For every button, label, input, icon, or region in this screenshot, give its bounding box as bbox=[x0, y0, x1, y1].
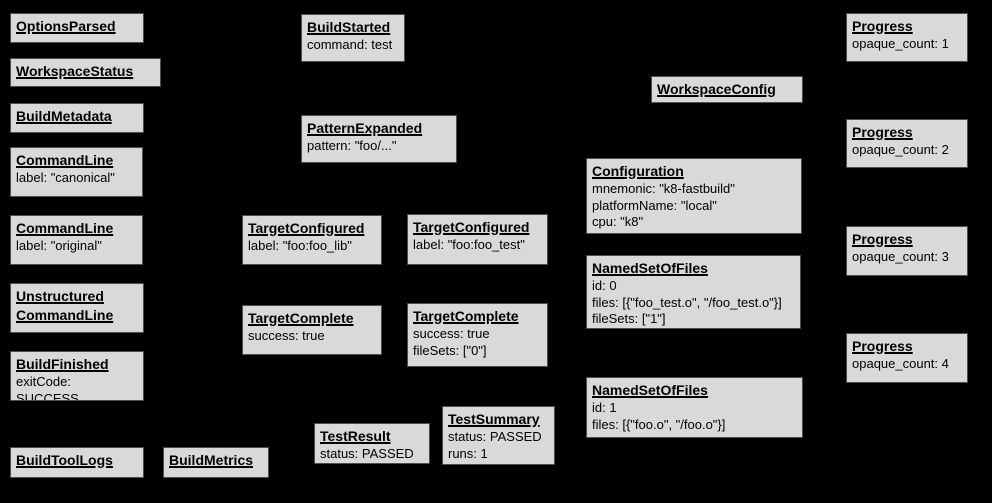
event-box-build-metadata: BuildMetadata bbox=[10, 103, 144, 133]
box-title: WorkspaceConfig bbox=[657, 81, 776, 97]
box-title: Progress bbox=[852, 231, 913, 247]
box-body: status: PASSED bbox=[320, 446, 414, 461]
box-body: label: "foo:foo_lib" bbox=[248, 238, 352, 253]
box-title: TargetComplete bbox=[413, 308, 519, 324]
box-title: OptionsParsed bbox=[16, 18, 116, 34]
box-body: opaque_count: 2 bbox=[852, 142, 949, 157]
box-title: PatternExpanded bbox=[307, 120, 423, 136]
event-box-build-finished: BuildFinished exitCode: SUCCESS bbox=[10, 351, 144, 401]
box-body: id: 0 files: [{"foo_test.o", "/foo_test.… bbox=[592, 278, 782, 326]
event-box-commandline-canonical: CommandLine label: "canonical" bbox=[10, 147, 143, 197]
box-body: label: "original" bbox=[16, 238, 102, 253]
box-body: label: "canonical" bbox=[16, 170, 115, 185]
box-title: Configuration bbox=[592, 163, 684, 179]
box-title: WorkspaceStatus bbox=[16, 63, 134, 79]
box-body: success: true bbox=[248, 328, 325, 343]
event-box-named-set-of-files-0: NamedSetOfFiles id: 0 files: [{"foo_test… bbox=[586, 255, 801, 329]
event-box-progress-1: Progress opaque_count: 1 bbox=[846, 13, 968, 62]
box-title: BuildFinished bbox=[16, 356, 109, 372]
event-box-named-set-of-files-1: NamedSetOfFiles id: 1 files: [{"foo.o", … bbox=[586, 377, 803, 438]
event-box-target-configured-foo-lib: TargetConfigured label: "foo:foo_lib" bbox=[242, 215, 382, 265]
box-title: Progress bbox=[852, 18, 913, 34]
box-body: label: "foo:foo_test" bbox=[413, 237, 525, 252]
box-body: opaque_count: 1 bbox=[852, 36, 949, 51]
event-box-options-parsed: OptionsParsed bbox=[10, 13, 144, 43]
box-title: Unstructured CommandLine bbox=[16, 288, 114, 323]
event-box-configuration: Configuration mnemonic: "k8-fastbuild" p… bbox=[586, 158, 802, 234]
box-title: BuildToolLogs bbox=[16, 452, 113, 468]
box-title: Progress bbox=[852, 338, 913, 354]
box-title: TestSummary bbox=[448, 411, 540, 427]
box-body: mnemonic: "k8-fastbuild" platformName: "… bbox=[592, 181, 735, 229]
box-body: status: PASSED runs: 1 bbox=[448, 429, 542, 461]
box-title: NamedSetOfFiles bbox=[592, 260, 708, 276]
event-box-test-result: TestResult status: PASSED bbox=[314, 423, 430, 464]
box-title: CommandLine bbox=[16, 152, 114, 168]
event-box-test-summary: TestSummary status: PASSED runs: 1 bbox=[442, 406, 555, 465]
event-box-build-metrics: BuildMetrics bbox=[163, 447, 269, 478]
box-body: success: true fileSets: ["0"] bbox=[413, 326, 490, 358]
box-title: TargetConfigured bbox=[248, 220, 365, 236]
box-title: TargetConfigured bbox=[413, 219, 530, 235]
box-body: opaque_count: 3 bbox=[852, 249, 949, 264]
box-title: TargetComplete bbox=[248, 310, 354, 326]
box-title: BuildStarted bbox=[307, 19, 391, 35]
box-title: Progress bbox=[852, 124, 913, 140]
box-title: BuildMetadata bbox=[16, 108, 112, 124]
event-box-pattern-expanded: PatternExpanded pattern: "foo/..." bbox=[301, 115, 457, 163]
event-box-progress-4: Progress opaque_count: 4 bbox=[846, 333, 968, 383]
box-body: exitCode: SUCCESS bbox=[16, 374, 79, 401]
box-title: CommandLine bbox=[16, 220, 114, 236]
box-body: pattern: "foo/..." bbox=[307, 138, 397, 153]
event-box-progress-2: Progress opaque_count: 2 bbox=[846, 119, 968, 168]
event-box-target-complete-lib: TargetComplete success: true bbox=[242, 305, 382, 355]
event-box-commandline-original: CommandLine label: "original" bbox=[10, 215, 143, 265]
box-body: id: 1 files: [{"foo.o", "/foo.o"}] bbox=[592, 400, 726, 432]
box-title: NamedSetOfFiles bbox=[592, 382, 708, 398]
event-box-workspace-status: WorkspaceStatus bbox=[10, 58, 161, 87]
box-body: command: test bbox=[307, 37, 393, 52]
event-box-target-configured-foo-test: TargetConfigured label: "foo:foo_test" bbox=[407, 214, 548, 265]
box-title: TestResult bbox=[320, 428, 391, 444]
event-box-target-complete-test: TargetComplete success: true fileSets: [… bbox=[407, 303, 548, 367]
event-box-workspace-config: WorkspaceConfig bbox=[651, 76, 803, 103]
event-box-unstructured-commandline: Unstructured CommandLine bbox=[10, 283, 144, 333]
box-body: opaque_count: 4 bbox=[852, 356, 949, 371]
event-box-build-started: BuildStarted command: test bbox=[301, 14, 405, 62]
box-title: BuildMetrics bbox=[169, 452, 254, 468]
event-box-build-tool-logs: BuildToolLogs bbox=[10, 447, 144, 478]
event-box-progress-3: Progress opaque_count: 3 bbox=[846, 226, 968, 276]
